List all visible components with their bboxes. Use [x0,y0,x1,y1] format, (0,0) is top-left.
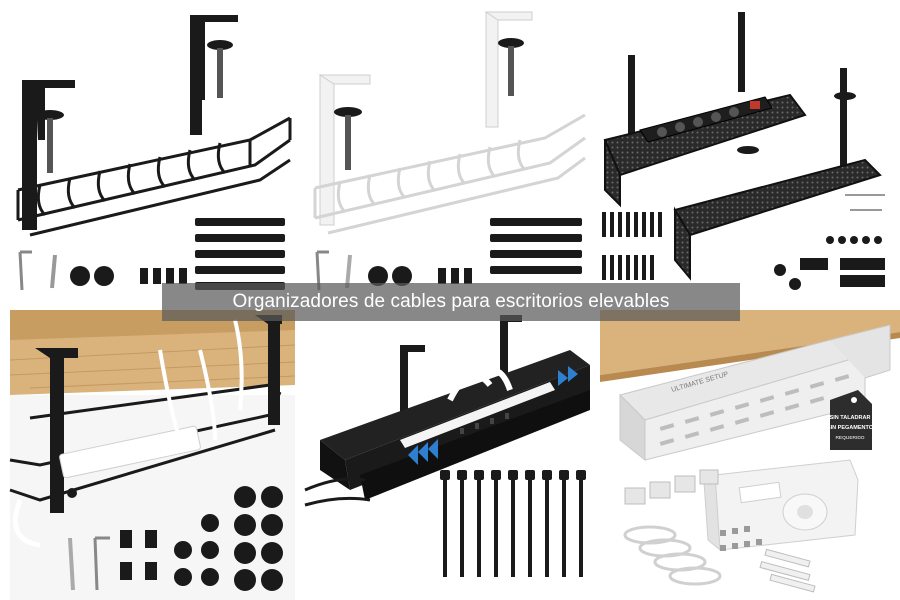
caption-overlay: Organizadores de cables para escritorios… [162,283,740,321]
white-wire-tray-drawing [313,11,586,291]
tag-line3-text: REQUERIDO [835,435,864,441]
tag-line2-text: SIN PEGAMENTO [827,425,874,431]
white-perforated-tray-drawing: ULTIMATE SETUP SIN TALADRAR SIN PEGAMENT… [600,310,900,593]
black-box-tray-photo [300,300,600,600]
no-drilling-tag: SIN TALADRAR SIN PEGAMENTO REQUERIDO [827,390,874,450]
under-desk-tray-drawing [9,310,296,600]
wire-tray-under-desk-photo [0,300,300,600]
mesh-tray-power-strip-photo [600,0,900,300]
black-wire-tray-photo [0,0,300,300]
black-box-tray-drawing [304,315,590,577]
white-perforated-tray-photo: ULTIMATE SETUP SIN TALADRAR SIN PEGAMENT… [600,300,900,600]
mesh-tray-drawing [602,12,885,290]
black-wire-tray-drawing [16,15,292,291]
tag-line1-text: SIN TALADRAR [830,415,871,421]
white-wire-tray-photo [300,0,600,300]
caption-text: Organizadores de cables para escritorios… [232,291,670,312]
